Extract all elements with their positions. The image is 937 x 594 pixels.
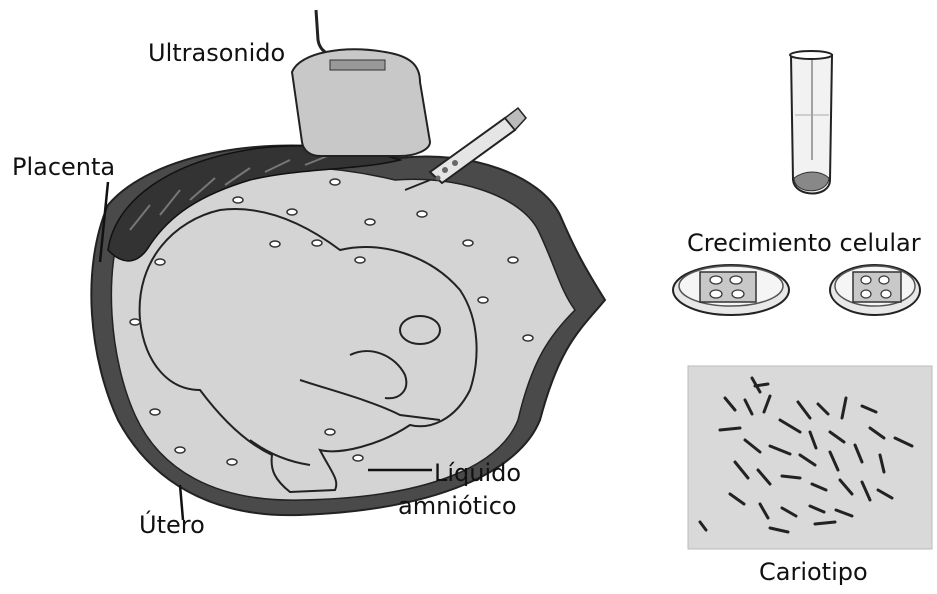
petri-dish-right <box>830 265 920 315</box>
ultrasound-probe <box>292 10 430 156</box>
amniotic-label-line2: amniótico <box>398 493 517 519</box>
ultrasound-label: Ultrasonido <box>148 40 285 66</box>
amniotic-label-line1: Líquido <box>434 460 521 486</box>
petri-dish-left <box>673 265 789 315</box>
karyotype-card <box>688 366 932 549</box>
placenta-label: Placenta <box>12 154 115 180</box>
uterus-label: Útero <box>139 512 205 538</box>
karyotype-label: Cariotipo <box>759 559 868 585</box>
test-tube <box>790 51 832 194</box>
cell-growth-label: Crecimiento celular <box>687 230 921 256</box>
